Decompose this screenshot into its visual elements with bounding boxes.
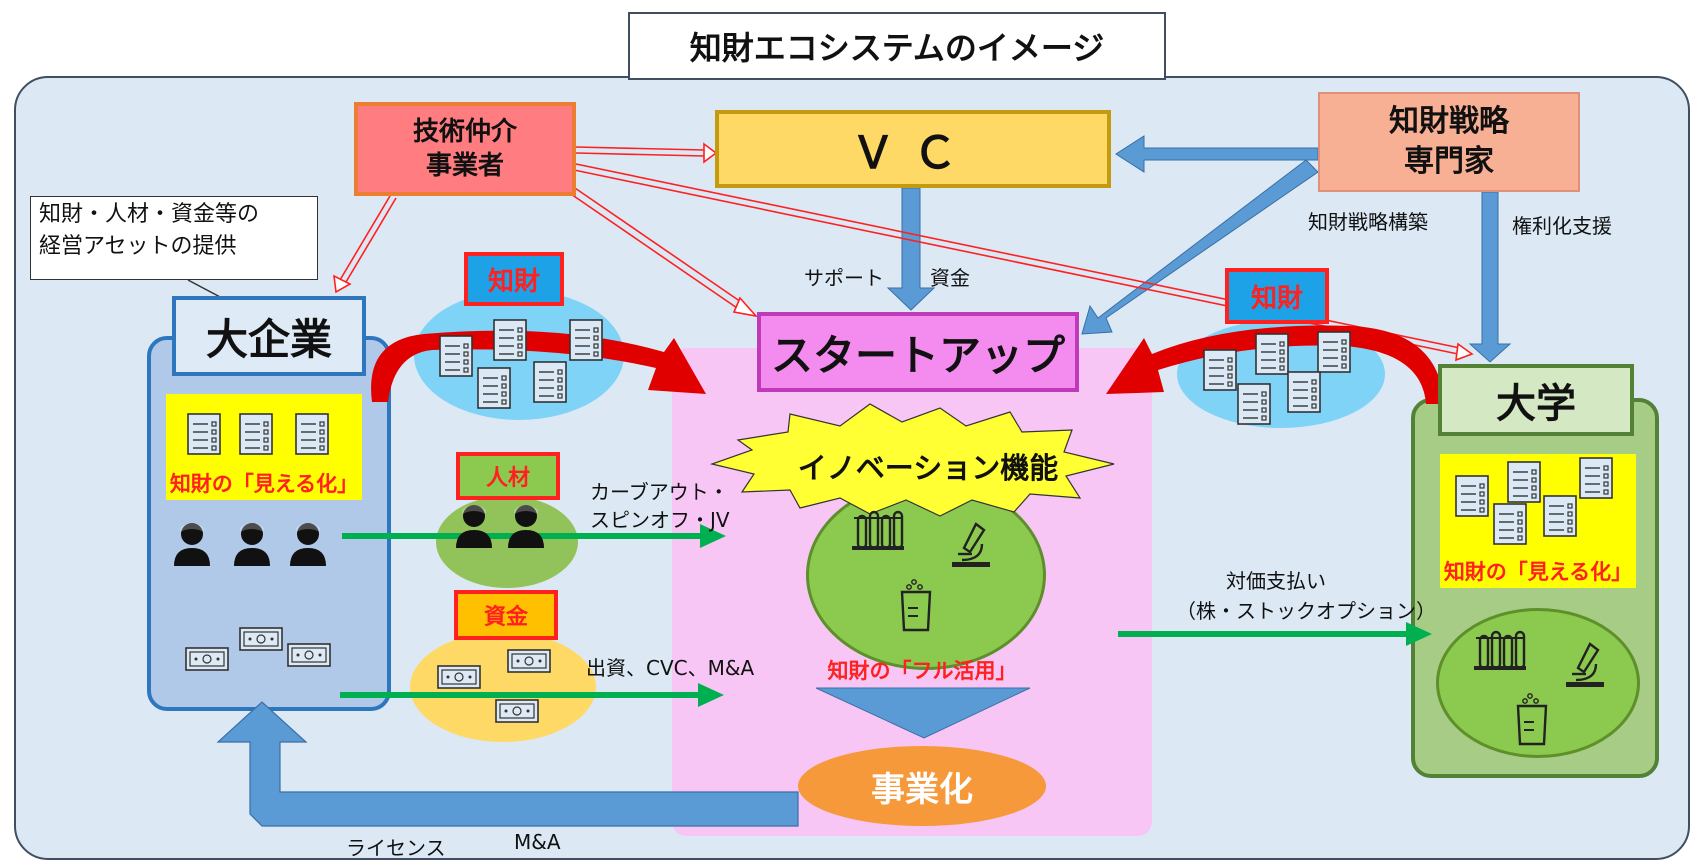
payment-line-2: （株・ストックオプション） bbox=[1176, 599, 1436, 623]
ip-expert-node: 知財戦略 専門家 bbox=[1318, 92, 1580, 192]
callout-pointer bbox=[187, 279, 223, 299]
callout-line-1: 知財・人材・資金等の bbox=[39, 202, 260, 227]
funding-label: 資金 bbox=[930, 266, 970, 290]
ip-tag-left: 知財 bbox=[464, 252, 564, 306]
expert-to-university-arrow bbox=[1468, 191, 1512, 363]
innovation-burst bbox=[709, 403, 1115, 517]
broker-line-1: 技術仲介 bbox=[412, 117, 517, 147]
lab-icons-university bbox=[1472, 630, 1606, 746]
callout-line-2: 経営アセットの提供 bbox=[39, 234, 237, 259]
university-innovation-circle bbox=[1436, 608, 1640, 758]
strategy-label: 知財戦略構築 bbox=[1308, 210, 1428, 234]
expert-to-startup-arrow bbox=[1081, 159, 1319, 335]
vc-node: ＶＣ bbox=[715, 110, 1111, 188]
diagram-title: 知財エコシステムのイメージ bbox=[628, 12, 1166, 80]
support-label: サポート bbox=[804, 266, 884, 290]
license-label: ライセンス bbox=[346, 836, 446, 860]
payment-label: 対価支払い （株・ストックオプション） bbox=[1176, 566, 1436, 626]
big-company-title: 大企業 bbox=[172, 296, 366, 376]
visualization-caption-right: 知財の「見える化」 bbox=[1443, 560, 1633, 584]
money-tag: 資金 bbox=[454, 590, 558, 640]
investment-label: 出資、CVC、M&A bbox=[586, 656, 755, 680]
innovation-to-jigyoka-arrow bbox=[815, 687, 1031, 739]
visualization-caption-left: 知財の「見える化」 bbox=[169, 472, 359, 496]
payment-line-1: 対価支払い bbox=[1226, 569, 1326, 593]
lab-icons-startup bbox=[850, 510, 992, 632]
carveout-line-1: カーブアウト・ bbox=[590, 480, 729, 504]
people-icons-talent bbox=[456, 505, 544, 548]
rights-label: 権利化支援 bbox=[1512, 214, 1612, 238]
ma-label: M&A bbox=[514, 830, 561, 854]
assets-callout: 知財・人材・資金等の 経営アセットの提供 bbox=[30, 196, 318, 280]
license-return-arrow bbox=[216, 701, 799, 827]
people-icons-big-company bbox=[174, 523, 326, 566]
talent-tag: 人材 bbox=[456, 452, 560, 500]
carveout-line-2: スピンオフ・JV bbox=[590, 508, 730, 532]
broker-node: 技術仲介 事業者 bbox=[354, 102, 576, 196]
expert-line-2: 専門家 bbox=[1404, 144, 1494, 179]
money-icons-big-company bbox=[185, 627, 331, 671]
vis-doc-icons-left bbox=[187, 413, 329, 455]
full-use-caption: 知財の「フル活用」 bbox=[827, 659, 1017, 683]
vis-doc-icons-right bbox=[1455, 457, 1613, 545]
broker-line-2: 事業者 bbox=[425, 151, 504, 181]
ip-tag-right: 知財 bbox=[1225, 268, 1329, 324]
money-icons-funding bbox=[437, 649, 551, 723]
innovation-circle bbox=[806, 480, 1046, 670]
carveout-label: カーブアウト・ スピンオフ・JV bbox=[590, 478, 730, 534]
ip-curve-right bbox=[1106, 325, 1444, 404]
vc-to-startup-arrow bbox=[886, 187, 936, 311]
innovation-label: イノベーション機能 bbox=[797, 451, 1059, 485]
startup-node: スタートアップ bbox=[757, 312, 1079, 392]
expert-line-1: 知財戦略 bbox=[1389, 104, 1509, 139]
expert-to-vc-arrow bbox=[1115, 135, 1319, 173]
university-title: 大学 bbox=[1438, 364, 1634, 436]
commercialization-node: 事業化 bbox=[798, 746, 1046, 826]
